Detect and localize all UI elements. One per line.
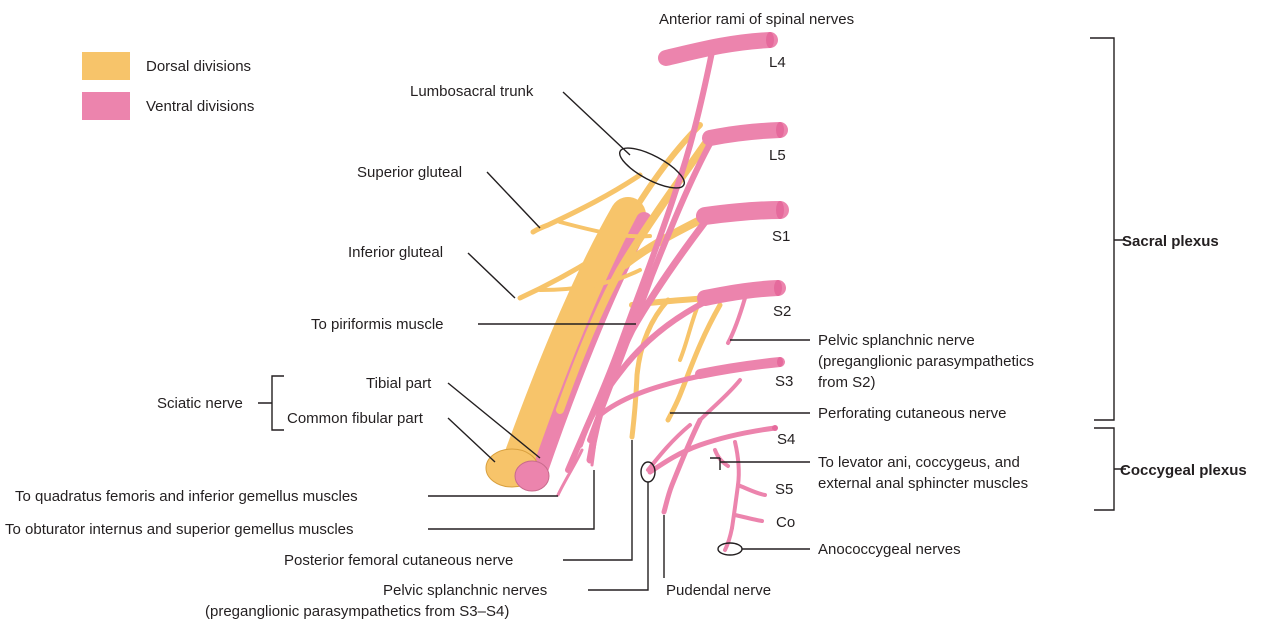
label-root-s3: S3 — [775, 373, 793, 390]
label-pelvic-splanchnics-2: (preganglionic parasympathetics from S3–… — [205, 603, 509, 620]
label-root-l5: L5 — [769, 147, 786, 164]
leader-inferior-gluteal — [468, 253, 515, 298]
label-to-obturator: To obturator internus and superior gemel… — [5, 521, 354, 538]
ventral-root-s4 — [650, 428, 775, 472]
leader-lumbosacral — [563, 92, 630, 155]
ventral-root-co-branch — [735, 515, 762, 521]
label-anococcygeal: Anococcygeal nerves — [818, 541, 961, 558]
nerve-illustration — [486, 32, 784, 555]
label-to-piriformis: To piriformis muscle — [311, 316, 444, 333]
ventral-root-s2 — [705, 288, 778, 298]
label-sciatic-nerve: Sciatic nerve — [157, 395, 243, 412]
label-root-l4: L4 — [769, 54, 786, 71]
label-posterior-femoral: Posterior femoral cutaneous nerve — [284, 552, 513, 569]
label-tibial-part: Tibial part — [366, 375, 432, 392]
leader-superior-gluteal — [487, 172, 540, 228]
label-perforating-cutaneous: Perforating cutaneous nerve — [818, 405, 1006, 422]
label-pelvic-splanchnics-1: Pelvic splanchnic nerves — [383, 582, 547, 599]
label-root-s4: S4 — [777, 431, 795, 448]
cut-end-s1 — [776, 201, 784, 219]
label-to-levator-2: external anal sphincter muscles — [818, 475, 1028, 492]
label-inferior-gluteal: Inferior gluteal — [348, 244, 443, 261]
label-root-co: Co — [776, 514, 795, 531]
ventral-root-s5 — [735, 442, 739, 485]
ventral-root-s5-branch — [738, 485, 765, 495]
label-root-s2: S2 — [773, 303, 791, 320]
sacral-plexus-bracket — [1090, 38, 1126, 420]
cut-end-l5 — [776, 122, 784, 138]
leader-sciatic-bracket — [258, 376, 284, 430]
leader-pelvic-splanchnics-s3s4 — [588, 482, 648, 590]
leader-common-fibular — [448, 418, 495, 462]
legend-swatch-ventral — [82, 92, 130, 120]
label-pudendal: Pudendal nerve — [666, 582, 771, 599]
label-common-fibular-part: Common fibular part — [287, 410, 424, 427]
ventral-root-s3 — [700, 362, 780, 374]
ventral-branch-anococcygeal — [725, 528, 732, 550]
cut-end-l4 — [766, 32, 774, 48]
ventral-root-co — [732, 485, 738, 528]
sciatic-cut-end-ventral — [515, 461, 549, 491]
legend-swatch-dorsal — [82, 52, 130, 80]
label-to-levator-1: To levator ani, coccygeus, and — [818, 454, 1020, 471]
label-lumbosacral-trunk: Lumbosacral trunk — [410, 83, 534, 100]
legend-label-ventral: Ventral divisions — [146, 98, 254, 115]
label-superior-gluteal: Superior gluteal — [357, 164, 462, 181]
ventral-branch-pelvic-splanchnic-s3s4 — [648, 425, 690, 470]
label-anterior-rami: Anterior rami of spinal nerves — [659, 11, 854, 28]
label-pelvic-splanchnic-1: Pelvic splanchnic nerve — [818, 332, 975, 349]
ventral-root-s1 — [705, 210, 780, 216]
cut-end-s3 — [777, 357, 783, 367]
ventral-root-l4 — [666, 40, 770, 58]
legend: Dorsal divisions Ventral divisions — [82, 52, 254, 120]
legend-label-dorsal: Dorsal divisions — [146, 58, 251, 75]
label-coccygeal-plexus: Coccygeal plexus — [1120, 462, 1247, 479]
label-pelvic-splanchnic-3: from S2) — [818, 374, 876, 391]
label-pelvic-splanchnic-2: (preganglionic parasympathetics — [818, 353, 1034, 370]
ventral-branch-s3-to-s4 — [700, 380, 740, 420]
label-sacral-plexus: Sacral plexus — [1122, 233, 1219, 250]
label-root-s1: S1 — [772, 228, 790, 245]
plexus-brackets — [1090, 38, 1126, 510]
ventral-branch-pelvic-splanchnic-s2 — [728, 298, 745, 343]
label-root-s5: S5 — [775, 481, 793, 498]
label-to-quadratus: To quadratus femoris and inferior gemell… — [15, 488, 358, 505]
ventral-branch-quadratus — [558, 450, 582, 495]
anococcygeal-marker — [718, 543, 742, 555]
ventral-root-l5 — [710, 130, 780, 138]
cut-end-s2 — [774, 280, 782, 296]
